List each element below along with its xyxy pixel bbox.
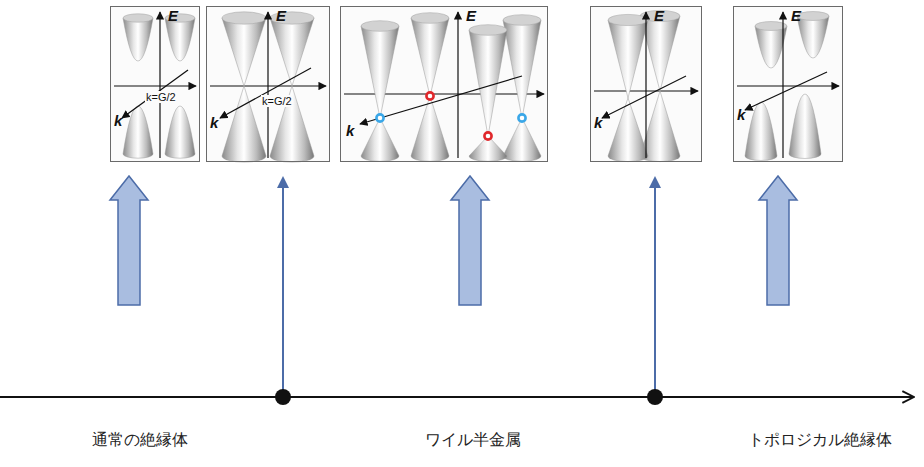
lower-band-cone (361, 118, 399, 161)
valence-band (745, 102, 777, 160)
band-rim (797, 12, 829, 21)
parameter-axis (0, 396, 914, 398)
panel-ground (110, 6, 200, 162)
lower-band-cone (411, 96, 449, 161)
weyl-point (518, 114, 525, 121)
band-panel: Ek k=G/2 (206, 6, 330, 162)
energy-axis (645, 12, 646, 158)
phase-arrow (110, 176, 148, 305)
transition-arrow (654, 186, 656, 392)
energy-label: E (653, 8, 665, 25)
k-axis-horizontal (344, 93, 544, 94)
energy-axis (457, 12, 458, 158)
conduction-band (165, 18, 195, 61)
energy-label: E (275, 8, 287, 25)
transition-arrowhead (277, 176, 289, 188)
phase-label: ワイル半金属 (425, 430, 521, 451)
panel-ground (340, 6, 548, 162)
upper-band-cone (503, 20, 541, 118)
band-panel: Ek (590, 6, 702, 162)
upper-band-cone (411, 18, 449, 96)
momentum-label: k (209, 115, 219, 132)
momentum-label: k (113, 113, 123, 130)
energy-label: E (167, 8, 179, 25)
k-axis-diagonal (122, 70, 188, 118)
panel-art (110, 6, 200, 162)
momentum-label: k (345, 123, 355, 140)
panel-art (206, 6, 330, 162)
cone-rim (222, 12, 266, 24)
valence-band (165, 106, 195, 158)
k-axis-diagonal (220, 68, 311, 118)
panel-ground (733, 6, 843, 162)
phase-arrow (451, 176, 489, 305)
energy-axis (782, 12, 783, 158)
panel-art (590, 6, 702, 162)
k-axis-horizontal (737, 85, 839, 86)
panel-art (340, 6, 548, 162)
zone-boundary-label: k=G/2 (145, 91, 177, 103)
k-axis-diagonal (602, 76, 686, 118)
upper-band-cone (361, 26, 399, 118)
k-axis-horizontal (114, 85, 196, 86)
lower-band-cone (222, 86, 266, 162)
transition-arrow (282, 186, 284, 392)
phase-label: トポロジカル絶縁体 (748, 430, 892, 451)
energy-axis (267, 12, 268, 158)
transition-arrowhead (649, 176, 661, 188)
band-panel: Ek k=G/2 (110, 6, 200, 162)
cone-rim (503, 15, 541, 26)
energy-label: E (465, 8, 477, 25)
k-axis-diagonal (745, 72, 827, 110)
panel-ground (206, 6, 330, 162)
momentum-label: k (593, 115, 603, 132)
conduction-band (755, 26, 787, 68)
lower-band-cone (608, 98, 648, 162)
band-rim (755, 22, 787, 31)
weyl-point (376, 114, 383, 121)
upper-band-cone (608, 20, 648, 98)
critical-point (275, 389, 291, 405)
upper-band-cone (222, 18, 266, 86)
band-panel: Ek (733, 6, 843, 162)
conduction-band (797, 16, 829, 58)
conduction-band (123, 18, 153, 61)
cone-rim (411, 13, 449, 24)
k-axis-diagonal (360, 76, 522, 124)
panel-ground (590, 6, 702, 162)
critical-point (647, 389, 663, 405)
upper-band-cone (270, 18, 314, 86)
band-panel: Ek (340, 6, 548, 162)
cone-rim (608, 14, 648, 25)
zone-boundary-label: k=G/2 (261, 95, 293, 107)
panel-art (733, 6, 843, 162)
band-rim (123, 14, 153, 22)
energy-axis (159, 12, 160, 158)
upper-band-cone (469, 30, 507, 136)
phase-label: 通常の絶縁体 (92, 430, 188, 451)
weyl-point (484, 132, 491, 139)
momentum-label: k (736, 107, 746, 124)
cone-rim (361, 21, 399, 32)
phase-arrow (759, 176, 797, 305)
weyl-point (426, 92, 433, 99)
energy-label: E (790, 8, 802, 25)
lower-band-cone (503, 118, 541, 161)
cone-rim (469, 25, 507, 36)
valence-band (789, 94, 821, 158)
